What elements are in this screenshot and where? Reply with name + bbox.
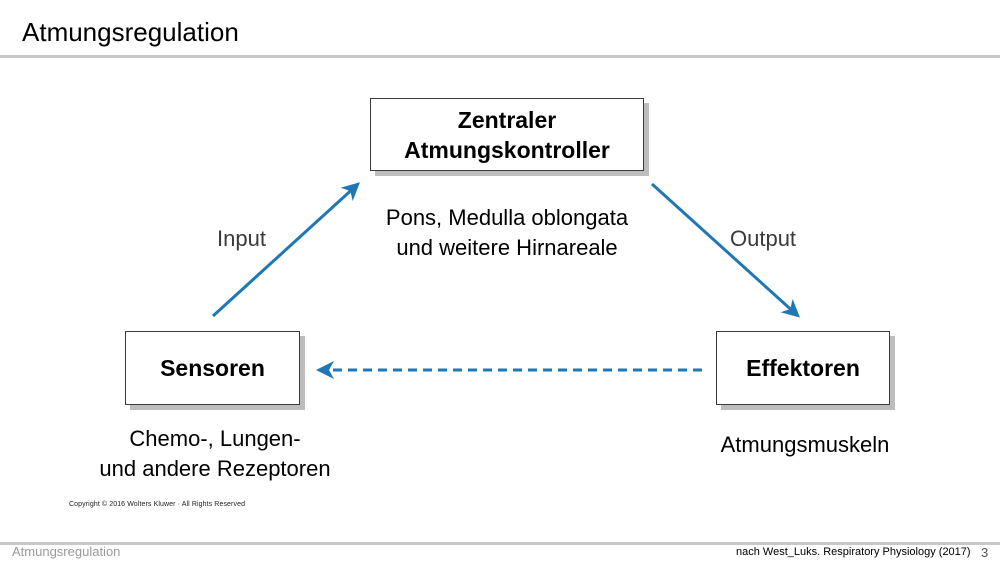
sensors-box: Sensoren <box>125 331 300 405</box>
effectors-description: Atmungsmuskeln <box>720 432 890 457</box>
sensors-desc-line1: Chemo-, Lungen- <box>129 426 301 451</box>
controller-desc-line2: und weitere Hirnareale <box>396 235 618 260</box>
sensors-label: Sensoren <box>160 355 265 381</box>
slide-title: Atmungsregulation <box>22 17 239 47</box>
output-arrow <box>650 182 800 318</box>
copyright-notice: Copyright © 2016 Wolters Kluwer · All Ri… <box>69 501 246 508</box>
sensors-desc-line2: und andere Rezeptoren <box>99 456 331 481</box>
header-divider <box>0 55 1000 58</box>
footer-divider <box>0 542 1000 545</box>
controller-label-line2: Atmungskontroller <box>404 136 610 163</box>
controller-desc-line1: Pons, Medulla oblongata <box>385 205 629 230</box>
footer-title: Atmungsregulation <box>12 544 121 559</box>
sensors-description: Chemo-, Lungen- und andere Rezeptoren <box>60 424 370 484</box>
effectors-label: Effektoren <box>746 355 860 381</box>
controller-label-line1: Zentraler <box>457 106 557 133</box>
controller-box: Zentraler Atmungskontroller <box>370 98 644 171</box>
controller-description: Pons, Medulla oblongata und weitere Hirn… <box>350 203 664 263</box>
input-label: Input <box>217 226 266 251</box>
effectors-box: Effektoren <box>716 331 890 405</box>
output-label: Output <box>730 226 797 251</box>
input-arrow <box>211 182 360 318</box>
page-number: 3 <box>981 545 989 560</box>
footer-source: nach West_Luks. Respiratory Physiology (… <box>736 546 971 558</box>
